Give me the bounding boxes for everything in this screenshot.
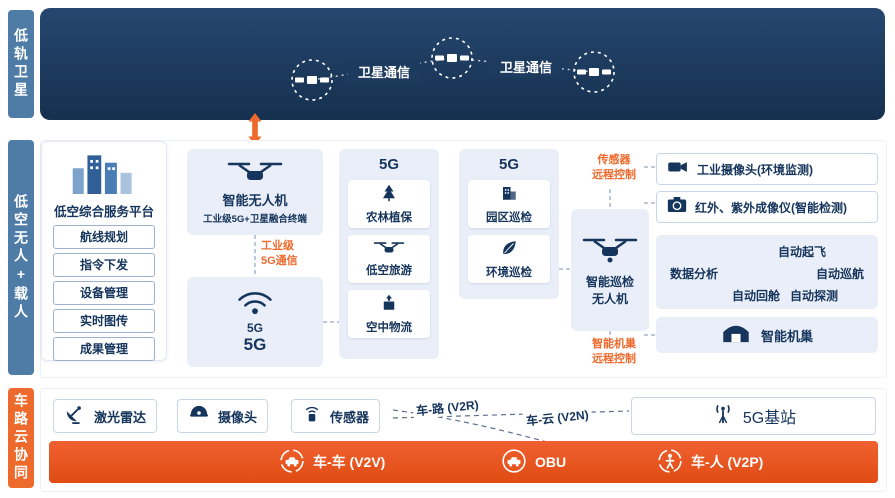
bus-item-label: 车-人 (V2P) [691,454,764,470]
sensor-icon [302,405,322,428]
wifi-icon [236,289,274,321]
vehicle-band-label: 车路云协同 [8,388,34,488]
city-icon [42,148,166,199]
satellite-link-label: 卫星通信 [348,61,420,82]
capabilities-panel: 自动起飞 数据分析 自动巡航 自动回舱 自动探测 [656,235,878,309]
capability-label: 自动起飞 [777,245,826,259]
air-band: 低空综合服务平台 航线规划 指令下发 设备管理 实时图传 成果管理 智能无人机 … [40,140,887,378]
g5-terminal-panel: 5G 5G [187,277,323,367]
air-band-label: 低空无人+载人 [8,140,34,375]
obu-bar: 车-车 (V2V) OBU [49,441,878,483]
g5-small-label: 5G [246,321,263,335]
payload-item: 红外、紫外成像仪(智能检测) [656,191,878,223]
sensor-item-label: 摄像头 [218,409,258,425]
building-icon [500,184,518,207]
smart-drone-subtitle: 工业级5G+卫星融合终端 [203,214,307,225]
inspection-drone-icon [581,234,639,269]
app-item: 空中物流 [348,290,430,338]
sensor-item: 激光雷达 [53,399,158,433]
antenna-icon [711,404,735,429]
app-item-label: 环境巡检 [486,266,532,279]
smart-drone-title: 智能无人机 [222,193,288,208]
sensor-item: 传感器 [291,399,381,433]
app-item-label: 园区巡检 [486,211,532,224]
apps-col2-panel: 5G 园区巡检 [459,149,559,299]
updown-arrow-icon [247,113,263,150]
apps-col2-header: 5G [498,156,519,173]
capability-label: 自动回舱 [731,289,780,303]
satellite-link-label: 卫星通信 [490,56,562,77]
obu-car-icon [501,448,527,477]
industrial-5g-label: 工业级 5G通信 [261,240,298,267]
satellite-icon [571,49,617,100]
apps-col1-header: 5G [378,156,399,173]
sensor-item: 摄像头 [177,399,269,433]
capability-label: 自动探测 [790,289,839,303]
leaf-icon [500,239,518,262]
platform-panel: 低空综合服务平台 航线规划 指令下发 设备管理 实时图传 成果管理 [41,141,167,361]
lidar-icon [64,404,86,429]
nest-icon [721,323,751,348]
sensor-item-label: 传感器 [330,409,370,425]
platform-item: 实时图传 [53,309,155,333]
bus-item-label: OBU [535,454,567,470]
app-item-label: 农林植保 [366,211,412,224]
capability-label: 自动巡航 [815,267,864,281]
g5-big-label: 5G [243,335,267,354]
bus-item: OBU [501,441,566,483]
inspection-drone-title: 智能巡检 无人机 [585,274,634,306]
app-item: 环境巡检 [468,235,550,283]
platform-title: 低空综合服务平台 [53,205,154,219]
platform-item: 成果管理 [53,337,155,361]
video-camera-icon [667,159,689,180]
platform-item: 航线规划 [53,225,155,249]
logistics-box-icon [380,294,398,317]
nest-remote-label: 智能机巢 远程控制 [592,338,636,365]
station-panel: 5G基站 [631,397,876,435]
satellite-band: 卫星通信 卫星通信 [40,8,885,120]
app-item-label: 空中物流 [366,321,412,334]
bus-item-label: 车-车 (V2V) [313,454,386,470]
nest-label: 智能机巢 [760,328,813,344]
v2r-link-label: 车-路 (V2R) [412,395,483,420]
app-item: 农林植保 [348,180,430,228]
satellite-icon [289,57,335,108]
app-item-label: 低空旅游 [366,265,412,277]
satellite-band-label: 低轨卫星 [8,10,34,118]
thermal-camera-icon [667,196,687,218]
platform-item: 指令下发 [53,253,155,277]
station-label: 5G基站 [742,410,797,427]
vehicle-band: 激光雷达 摄像头 传感器 车-路 (V2R) 车 [40,388,887,492]
payload-label: 红外、紫外成像仪(智能检测) [695,200,847,215]
nest-panel: 智能机巢 [656,317,878,353]
payload-item: 工业摄像头(环境监测) [656,153,878,185]
app-item: 低空旅游 [348,235,430,283]
smart-drone-panel: 智能无人机 工业级5G+卫星融合终端 [187,149,323,235]
tour-drone-icon [373,240,405,260]
pedestrian-icon [657,448,683,477]
v2n-link-label: 车-云 (V2N) [522,405,593,430]
inspection-drone-panel: 智能巡检 无人机 [571,209,649,331]
sensor-remote-label: 传感器 远程控制 [592,154,636,181]
camera-icon [188,405,210,427]
app-item: 园区巡检 [468,180,550,228]
tree-icon [380,184,398,207]
bus-item: 车-车 (V2V) [279,441,385,483]
v2v-car-icon [279,448,305,477]
sensor-item-label: 激光雷达 [94,409,147,425]
capability-label: 数据分析 [670,267,719,281]
payload-label: 工业摄像头(环境监测) [697,162,813,177]
platform-item: 设备管理 [53,281,155,305]
bus-item: 车-人 (V2P) [657,441,763,483]
apps-col1-panel: 5G 农林植保 低空旅游 [339,149,439,359]
satellite-icon [429,35,475,86]
drone-icon [226,159,284,190]
